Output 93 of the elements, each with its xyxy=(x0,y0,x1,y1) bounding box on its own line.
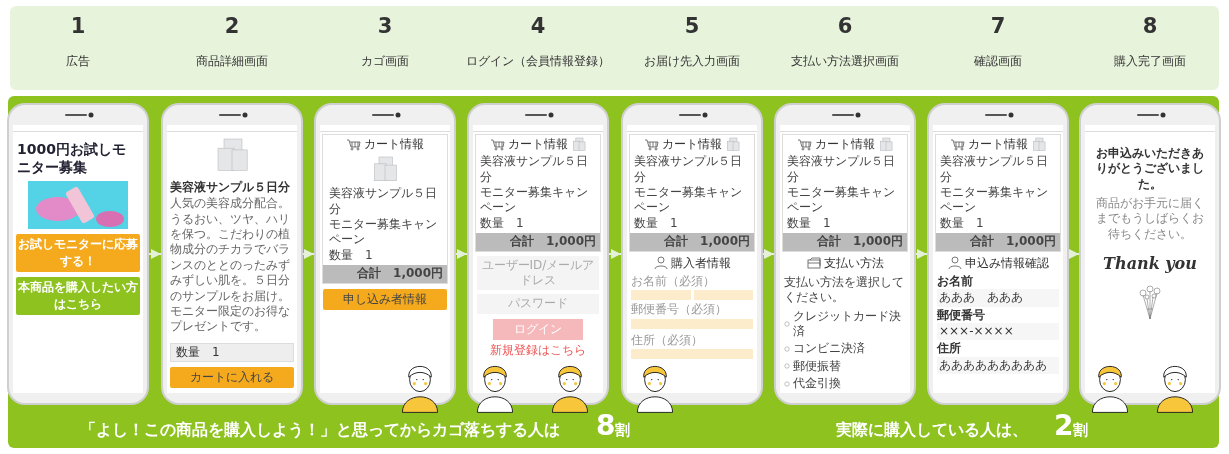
section-heading: 購入者情報 xyxy=(670,255,731,271)
action-button: 本商品を購入したい方はこちら xyxy=(16,277,140,316)
phone-screen xyxy=(774,103,916,405)
total-bar: 合計 1,000円 xyxy=(783,233,907,251)
product-title: 美容液サンプル５日分 xyxy=(170,180,291,196)
total-bar: 合計 1,000円 xyxy=(936,233,1060,251)
caption-text: 実際に購入している人は、 xyxy=(836,420,1028,441)
step-name: 商品詳細画面 xyxy=(195,54,269,70)
step-name: 確認画面 xyxy=(973,54,1023,70)
step-name: カゴ画面 xyxy=(360,54,410,70)
item-line: 美容液サンプル５日分 xyxy=(479,154,589,186)
arrow xyxy=(148,249,162,259)
step-number: 3 xyxy=(376,14,394,38)
arrow xyxy=(915,249,928,259)
step-name: 支払い方法選択画面 xyxy=(790,54,900,70)
field-label: 住所 xyxy=(937,341,962,357)
step-number: 8 xyxy=(1141,14,1159,38)
link-text: 新規登録はこちら xyxy=(489,342,587,359)
item-line: 美容液サンプル５日分 xyxy=(633,154,743,186)
section-heading: カート情報 xyxy=(967,137,1028,153)
arrow xyxy=(762,249,775,259)
section-heading: カート情報 xyxy=(507,137,568,153)
section-heading: カート情報 xyxy=(661,137,722,153)
phone-screen xyxy=(161,103,303,405)
phone-screen xyxy=(7,103,149,405)
option-label: 郵便振替 xyxy=(793,358,841,375)
item-line: 美容液サンプル５日分 xyxy=(328,186,438,218)
field-label: 郵便番号 xyxy=(937,307,986,323)
field-label: 郵便番号（必須） xyxy=(631,302,728,318)
step-number: 5 xyxy=(683,14,701,38)
step-number: 4 xyxy=(529,14,547,38)
arrow xyxy=(1068,249,1080,259)
instruction-text: 支払い方法を選択してください。 xyxy=(784,274,905,306)
phone-screen xyxy=(927,103,1069,405)
item-line: 数量 1 xyxy=(328,247,374,264)
section-heading: カート情報 xyxy=(814,137,875,153)
item-line: モニター募集キャンペーン xyxy=(939,185,1049,216)
total-bar: 合計 1,000円 xyxy=(630,233,754,251)
field-value: あああ あああ xyxy=(937,289,1059,307)
arrow xyxy=(302,249,315,259)
section-heading: カート情報 xyxy=(364,137,424,153)
option-label: 代金引換 xyxy=(793,376,841,392)
field-value: あああああああああ xyxy=(937,356,1059,375)
product-description: 人気の美容成分配合。うるおい、ツヤ、ハリを保つ。こだわりの植物成分のチカラでバランスのととのったみずみずしい肌を。５日分のサンプルをお届け。モニター限定のお得なプレゼントです。 xyxy=(170,196,291,335)
field-label: お名前（必須） xyxy=(631,273,716,290)
quantity-field: 数量 1 xyxy=(170,342,294,362)
ratio-number: 2 xyxy=(1054,409,1074,442)
caption-text: 「よし！この商品を購入しよう！」と思ってからカゴ落ちする人は xyxy=(80,420,560,441)
step-name: 購入完了画面 xyxy=(1113,54,1187,70)
section-heading: 申込み情報確認 xyxy=(964,255,1049,271)
step-name: 広告 xyxy=(65,54,91,70)
item-line: 美容液サンプル５日分 xyxy=(939,154,1049,186)
ratio-unit: 割 xyxy=(615,421,630,440)
item-line: モニター募集キャンペーン xyxy=(786,185,896,216)
item-line: 数量 1 xyxy=(939,215,985,232)
action-button: 申し込み者情報 xyxy=(323,288,447,310)
arrow xyxy=(608,249,622,259)
phone-screen xyxy=(314,103,456,405)
phone-screen xyxy=(1079,103,1221,405)
thanks-message: お申込みいただきありがとうございました。 xyxy=(1095,146,1205,193)
item-line: モニター募集キャンペーン xyxy=(328,217,438,248)
total-bar: 合計 1,000円 xyxy=(323,265,447,283)
thank-you-text: Thank you xyxy=(1102,254,1198,274)
item-line: 数量 1 xyxy=(479,215,525,232)
phone-screen xyxy=(467,103,609,405)
input-field: パスワード xyxy=(477,294,599,314)
step-number: 1 xyxy=(69,14,87,38)
action-button: カートに入れる xyxy=(170,366,294,388)
input-field: ユーザーID/メールアドレス xyxy=(477,255,599,291)
ratio-number: 8 xyxy=(596,409,616,442)
step-number: 6 xyxy=(836,14,854,38)
headline: 1000円お試しモニター募集 xyxy=(17,140,127,177)
arrow xyxy=(455,249,468,259)
section-heading: 支払い方法 xyxy=(823,255,884,271)
ratio-unit: 割 xyxy=(1073,421,1088,440)
option-label: クレジットカード決済 xyxy=(793,308,902,340)
item-line: モニター募集キャンペーン xyxy=(479,185,589,216)
step-number: 7 xyxy=(989,14,1007,38)
action-button: お試しモニターに応募する！ xyxy=(16,234,140,273)
item-line: 数量 1 xyxy=(633,215,679,232)
item-line: 数量 1 xyxy=(786,215,832,232)
step-name: ログイン（会員情報登録） xyxy=(465,54,611,70)
option-label: コンビニ決済 xyxy=(793,341,865,357)
field-label: 住所（必須） xyxy=(631,332,704,348)
field-label: お名前 xyxy=(937,273,974,290)
step-name: お届け先入力画面 xyxy=(643,54,741,70)
field-value: ×××-×××× xyxy=(937,322,1059,341)
total-bar: 合計 1,000円 xyxy=(476,233,600,251)
step-number: 2 xyxy=(223,14,241,38)
item-line: モニター募集キャンペーン xyxy=(633,185,743,216)
phone-screen xyxy=(621,103,763,405)
note-text: 商品がお手元に届くまでもうしばらくお待ちください。 xyxy=(1095,196,1205,243)
item-line: 美容液サンプル５日分 xyxy=(786,154,896,186)
